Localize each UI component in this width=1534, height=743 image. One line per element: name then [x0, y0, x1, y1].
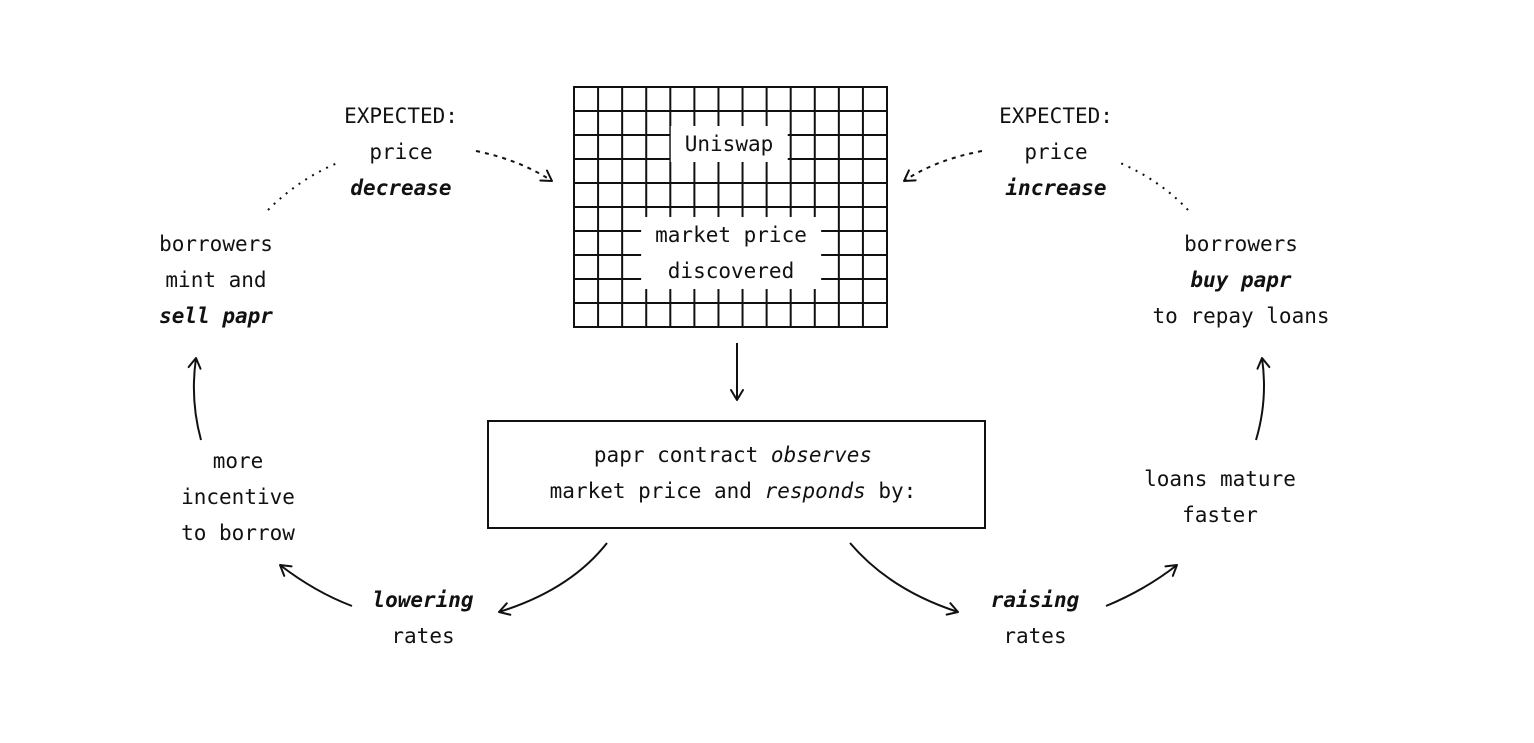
market-line2: discovered: [667, 259, 795, 283]
market-line1: market price: [655, 223, 807, 247]
left-borrowers-dotted-line: [267, 161, 341, 211]
right-borrowers-label: borrowers buy papr to repay loans: [1152, 226, 1329, 334]
left-incentive-line1: more: [212, 449, 264, 473]
lowering-rates-label: lowering rates: [372, 582, 473, 654]
left-expected-word: price: [369, 140, 433, 164]
raising-action: raising: [990, 588, 1080, 612]
lowering-action: lowering: [372, 588, 474, 612]
raising-rates-label: raising rates: [991, 582, 1080, 654]
uniswap-label: Uniswap: [670, 126, 788, 162]
right-borrowers-line3: to repay loans: [1152, 304, 1330, 328]
uniswap-grid-lines: [574, 87, 887, 327]
contract-line2-b: responds: [764, 479, 866, 503]
loans-to-borrowers-arrow: [1255, 357, 1271, 441]
contract-to-lowering-arrow: [498, 542, 608, 616]
contract-line2-a: market price and: [549, 479, 765, 503]
incentive-to-borrowers-arrow: [187, 357, 202, 441]
raising-to-loans-arrow: [1105, 564, 1178, 607]
right-expected-dotted-arrow: [903, 150, 983, 182]
left-incentive-line2: incentive: [181, 485, 295, 509]
right-loans-line1: loans mature: [1144, 467, 1296, 491]
left-expected-dotted-arrow: [475, 150, 553, 182]
left-expected-direction: decrease: [350, 176, 452, 200]
left-expected-title: EXPECTED:: [344, 104, 458, 128]
contract-line1: papr contract observes: [550, 437, 917, 473]
left-incentive-label: more incentive to borrow: [181, 443, 295, 551]
uniswap-text: Uniswap: [670, 126, 788, 162]
contract-line2-c: by:: [865, 479, 917, 503]
right-loans-label: loans mature faster: [1144, 461, 1296, 533]
left-borrowers-line2: mint and: [165, 268, 267, 292]
raising-rates-word: rates: [1003, 624, 1067, 648]
contract-line1-b: observes: [770, 443, 873, 467]
left-borrowers-label: borrowers mint and sell papr: [159, 226, 273, 334]
left-expected-label: EXPECTED: price decrease: [344, 98, 458, 206]
contract-line1-a: papr contract: [593, 443, 771, 467]
right-borrowers-line2: buy papr: [1190, 268, 1292, 292]
uniswap-grid-border: [573, 86, 888, 328]
right-expected-word: price: [1024, 140, 1088, 164]
uniswap-grid-box: [573, 86, 888, 328]
left-borrowers-line3: sell papr: [159, 304, 273, 328]
lowering-to-incentive-arrow: [279, 564, 353, 607]
right-expected-title: EXPECTED:: [999, 104, 1113, 128]
left-incentive-line3: to borrow: [181, 521, 295, 545]
right-borrowers-dotted-line: [1117, 161, 1189, 211]
right-loans-line2: faster: [1182, 503, 1258, 527]
right-borrowers-line1: borrowers: [1184, 232, 1298, 256]
market-price-label: market price discovered: [641, 217, 821, 289]
left-borrowers-line1: borrowers: [159, 232, 273, 256]
right-expected-direction: increase: [1005, 176, 1107, 200]
right-expected-label: EXPECTED: price increase: [999, 98, 1113, 206]
lowering-rates-word: rates: [391, 624, 455, 648]
papr-contract-box: [487, 420, 986, 529]
papr-contract-text: papr contract observes market price and …: [550, 437, 917, 509]
contract-to-raising-arrow: [849, 542, 959, 616]
contract-line2: market price and responds by:: [550, 473, 917, 509]
